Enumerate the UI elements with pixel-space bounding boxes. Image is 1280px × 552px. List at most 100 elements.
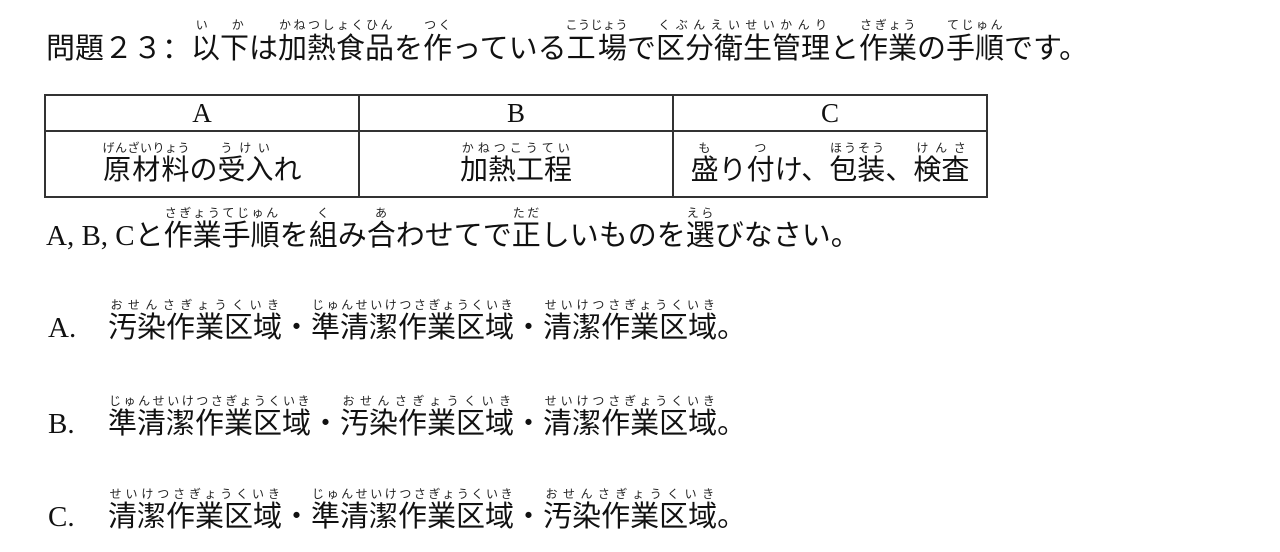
furigana-reading: うけい (217, 141, 274, 156)
question-text: 問題２３：以下い かは加熱食品かねつしょくひんを作つくっている工場こうじょうで区… (46, 18, 1246, 72)
furigana-word: 付つ (746, 141, 775, 187)
furigana-reading: じゅんせいけつさぎょうくいき (311, 298, 515, 312)
furigana-word: 清潔作業区域せいけつさぎょうくいき (108, 487, 283, 533)
furigana-reading: てじゅん (946, 18, 1005, 32)
furigana-reading: せいけつさぎょうくいき (543, 394, 718, 408)
furigana-word: 汚染作業区域おせんさぎょうくいき (108, 298, 283, 344)
furigana-word: 清潔作業区域せいけつさぎょうくいき (543, 298, 718, 344)
text-fragment: ・ (282, 310, 312, 344)
text-fragment: 。 (717, 310, 747, 344)
furigana-reading: つ (746, 141, 775, 156)
text-fragment: っている (452, 31, 567, 65)
text-fragment: 。 (717, 406, 747, 440)
option-label: B. (48, 408, 75, 440)
answer-option-c[interactable]: C.清潔作業区域せいけつさぎょうくいき・準清潔作業区域じゅんせいけつさぎょうくい… (48, 487, 1248, 541)
table-header-c: C (672, 94, 988, 132)
option-label: C. (48, 501, 75, 533)
furigana-word: 汚染作業区域おせんさぎょうくいき (340, 394, 515, 440)
text-fragment: ・ (282, 499, 312, 533)
furigana-word: 合あ (366, 206, 396, 252)
furigana-reading: かねつしょくひん (278, 18, 395, 32)
question-number: 問題２３： (46, 31, 192, 65)
text-fragment: り (718, 153, 747, 187)
furigana-word: 組く (308, 206, 338, 252)
furigana-reading: けんさ (913, 141, 970, 156)
table-cell-c: 盛もり付つけ、包装ほうそう、検査けんさ (672, 130, 988, 198)
furigana-word: 工場こうじょう (565, 18, 629, 65)
furigana-reading: つく (423, 18, 453, 32)
question-body: 以下い かは加熱食品かねつしょくひんを作つくっている工場こうじょうで区分衛生管理… (191, 18, 1089, 65)
text-fragment: け、 (774, 153, 830, 187)
table-header-b: B (358, 94, 674, 132)
furigana-word: 作業手順さぎょうてじゅん (163, 206, 280, 252)
answer-option-b[interactable]: B.準清潔作業区域じゅんせいけつさぎょうくいき・汚染作業区域おせんさぎょうくいき… (48, 394, 1248, 448)
furigana-word: 受入うけい (217, 141, 274, 187)
furigana-word: 作業さぎょう (858, 18, 917, 65)
text-fragment: 。 (717, 499, 747, 533)
table-header-a: A (44, 94, 360, 132)
furigana-word: 区分衛生管理くぶんえいせいかんり (655, 18, 830, 65)
option-label: A. (48, 312, 77, 344)
table-header-row: A B C (44, 94, 988, 132)
furigana-reading: ほうそう (829, 141, 886, 156)
text-fragment: と (829, 31, 859, 65)
furigana-reading: じゅんせいけつさぎょうくいき (311, 487, 515, 501)
furigana-reading: く (308, 206, 338, 220)
text-fragment: の (916, 31, 946, 65)
furigana-reading: せいけつさぎょうくいき (108, 487, 282, 501)
text-fragment: ・ (311, 406, 341, 440)
instruction-text: A, B, Cと作業手順さぎょうてじゅんを組くみ合あわせてで正ただしいものを選え… (46, 206, 1246, 260)
furigana-reading: さぎょうてじゅん (163, 206, 280, 220)
furigana-word: 準清潔作業区域じゅんせいけつさぎょうくいき (311, 487, 515, 533)
furigana-reading: えら (685, 206, 715, 220)
furigana-reading: おせんさぎょうくいき (543, 487, 718, 501)
text-fragment: を (394, 31, 424, 65)
text-fragment: ・ (514, 406, 544, 440)
text-fragment: れ (273, 153, 302, 187)
text-fragment: びなさい。 (714, 218, 860, 252)
furigana-reading: こうじょう (565, 18, 629, 32)
text-fragment: み (337, 218, 367, 252)
furigana-reading: じゅんせいけつさぎょうくいき (108, 394, 312, 408)
furigana-reading: ただ (511, 206, 541, 220)
furigana-word: 清潔作業区域せいけつさぎょうくいき (543, 394, 718, 440)
furigana-reading: あ (366, 206, 396, 220)
furigana-word: 検査けんさ (913, 141, 970, 187)
furigana-reading: も (690, 141, 719, 156)
furigana-word: 以下い か (191, 18, 250, 65)
process-table: A B C 原材料げんざいりょうの受入うけいれ 加熱工程かねつこうてい 盛もり付… (44, 94, 988, 198)
furigana-word: 準清潔作業区域じゅんせいけつさぎょうくいき (108, 394, 312, 440)
text-fragment: ・ (514, 499, 544, 533)
furigana-reading: おせんさぎょうくいき (108, 298, 282, 312)
furigana-word: 準清潔作業区域じゅんせいけつさぎょうくいき (311, 298, 515, 344)
text-fragment: の (189, 153, 218, 187)
instruction-letters: A, B, C (46, 220, 135, 252)
furigana-word: 原材料げんざいりょう (102, 141, 191, 187)
table-cell-a: 原材料げんざいりょうの受入うけいれ (44, 130, 360, 198)
text-fragment: は (249, 31, 279, 65)
text-fragment: しいものを (540, 218, 686, 252)
text-fragment: わせてで (395, 218, 512, 252)
furigana-reading: さぎょう (858, 18, 917, 32)
furigana-word: 汚染作業区域おせんさぎょうくいき (543, 487, 718, 533)
text-fragment: です。 (1004, 31, 1089, 65)
furigana-word: 盛も (690, 141, 719, 187)
furigana-reading: い か (191, 18, 250, 32)
text-fragment: ・ (514, 310, 544, 344)
answer-option-a[interactable]: A.汚染作業区域おせんさぎょうくいき・準清潔作業区域じゅんせいけつさぎょうくいき… (48, 298, 1248, 352)
option-text: 準清潔作業区域じゅんせいけつさぎょうくいき・汚染作業区域おせんさぎょうくいき・清… (108, 394, 747, 440)
furigana-word: 選えら (685, 206, 715, 252)
table-row: 原材料げんざいりょうの受入うけいれ 加熱工程かねつこうてい 盛もり付つけ、包装ほ… (44, 130, 988, 198)
furigana-word: 加熱食品かねつしょくひん (278, 18, 395, 65)
furigana-reading: かねつこうてい (459, 141, 572, 156)
furigana-reading: げんざいりょう (102, 141, 191, 156)
furigana-reading: くぶんえいせいかんり (655, 18, 830, 32)
furigana-reading: せいけつさぎょうくいき (543, 298, 718, 312)
furigana-word: 包装ほうそう (829, 141, 886, 187)
instruction-body: と作業手順さぎょうてじゅんを組くみ合あわせてで正ただしいものを選えらびなさい。 (134, 206, 860, 252)
text-fragment: と (134, 218, 164, 252)
text-fragment: で (626, 31, 656, 65)
option-text: 汚染作業区域おせんさぎょうくいき・準清潔作業区域じゅんせいけつさぎょうくいき・清… (108, 298, 747, 344)
table-cell-b: 加熱工程かねつこうてい (358, 130, 674, 198)
text-fragment: を (279, 218, 309, 252)
